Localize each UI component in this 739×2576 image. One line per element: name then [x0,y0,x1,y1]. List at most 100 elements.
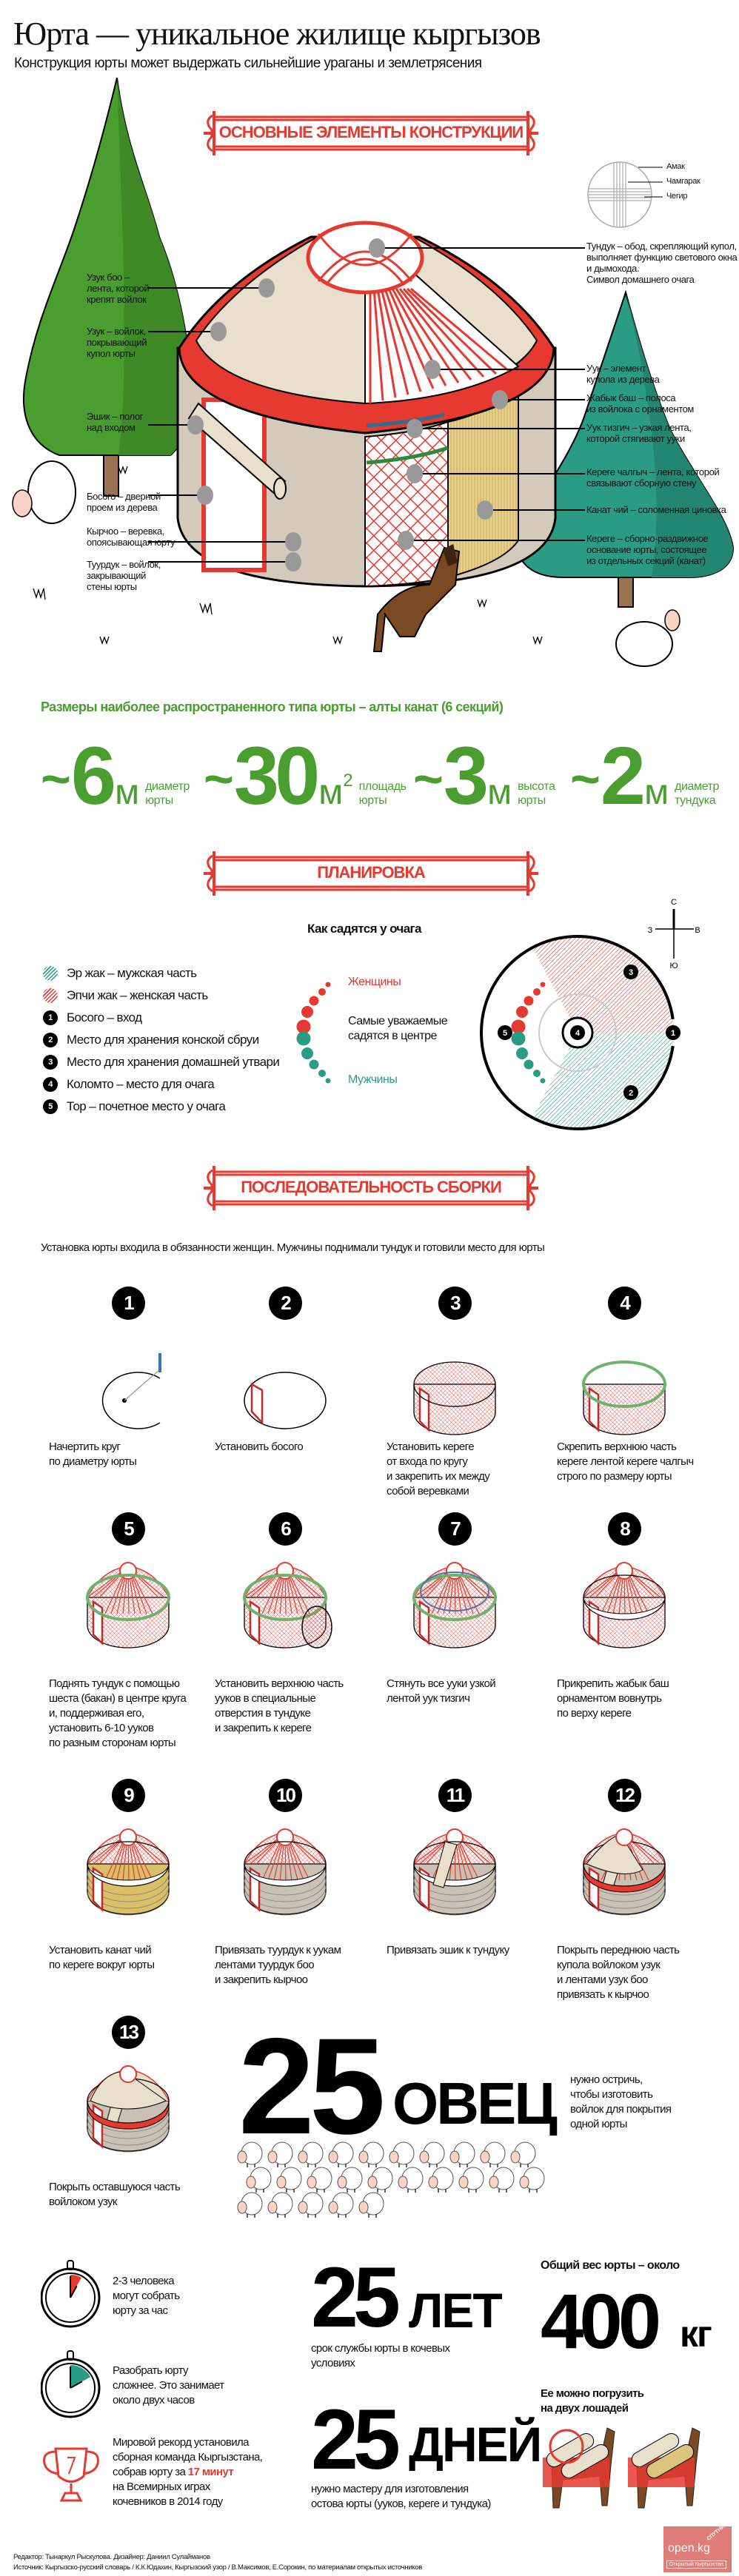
step-caption: Привязать туурдук к уукам лентами туурду… [215,1944,341,1986]
compass-w: З [648,926,653,935]
years-number: 25 [311,2250,401,2345]
center-note: Самые уважаемые садятся в центре [348,1015,448,1042]
size-value: 2 [600,730,646,822]
tunduk-part-label: Чегир [666,192,688,201]
loaded-horse [543,2427,615,2509]
tree-right [517,289,735,608]
unit-exponent: 2 [343,771,353,791]
section-title: ПЛАНИРОВКА [317,863,426,882]
legend-label: Тор – почетное место у очага [67,1099,226,1113]
sheep-icon [419,2141,445,2167]
woman-seat-dot [511,1019,526,1034]
step-caption: Покрыть оставшуюся часть войлоком узук [49,2181,181,2208]
step-caption: Скрепить верхнюю часть кереге лентой кер… [557,1440,694,1483]
sheep-word: ОВЕЦ [392,2070,558,2136]
label-right: Кереге – сборно-раздвижное основание юрт… [586,533,709,566]
man-seat-dot [540,1078,546,1084]
number-badge: 3 [43,1055,58,1070]
step-caption: Прикрепить жабык баш орнаментом вовнутрь… [557,1677,669,1720]
plan-number-badge [623,965,638,979]
legend-label: Коломто – место для очага [67,1077,215,1091]
sheep-number: 25 [238,2010,386,2163]
legend-label: Эпчи жак – женская часть [67,988,208,1002]
man-seat-dot [309,1059,319,1070]
footer-sources: Источник: Кыргызско-русский словарь / К.… [13,2563,423,2572]
open-kg-logo[interactable]: open.kg Открытый Кыргызстан СПУТНИК [663,2526,732,2572]
hatch-swatch-icon [43,966,58,981]
tunduk-diagram [587,161,663,228]
size-value: 30 [233,730,320,822]
weight-number: 400 [541,2278,661,2365]
woman-seat-dot [533,988,541,996]
assembly-intro: Установка юрты входила в обязанности жен… [41,1241,545,1254]
size-caption: диаметр юрты [145,780,190,807]
step-illustration [244,1828,327,1916]
size-unit: м [115,775,139,811]
size-value: 6 [70,730,116,822]
tunduk-shadow [538,993,617,1072]
plan-number: 5 [503,1029,507,1038]
woman-seat-dot [516,1006,528,1018]
step-illustration [413,1828,496,1916]
sheep-icon [449,2141,475,2167]
label-right: Тундук – обод, скрепляющий купол, выполн… [586,241,738,285]
record-text: Мировой рекорд установила сборная команд… [113,2435,263,2509]
logo-text: open.kg [668,2542,710,2555]
step-caption: Привязать эшик к тундуку [387,1944,509,1956]
sheep-icon [328,2141,354,2167]
size-caption: площадь юрты [358,780,407,807]
step-illustration [243,1562,332,1648]
sheep-icon [458,2167,484,2193]
step-illustration [244,1372,327,1429]
sheep-icon [389,2141,415,2167]
unit-text: м [644,773,669,812]
record-text-part: Мировой рекорд установила сборная команд… [113,2436,263,2478]
weight-heading: Общий вес юрты – около [541,2259,680,2272]
woman-seat-dot [318,988,326,996]
step-caption: Начертить круг по диаметру юрты [49,1440,137,1468]
step-number-badge: 10 [269,1779,302,1812]
logo-subtitle: Открытый Кыргызстан [666,2560,726,2569]
sheep-icon [358,2192,384,2218]
number-badge: 2 [43,1033,58,1047]
stopwatch-two-hours-icon [41,2350,101,2418]
man-seat-dot [524,1059,534,1070]
sizes-heading: Размеры наиболее распространенного типа … [41,700,504,714]
label-right: Уук – элемент купола из дерева [586,363,660,385]
sheep-icon [276,2167,302,2193]
sheep-icon [428,2167,454,2193]
sheep-icon [307,2167,332,2193]
step-illustration [582,1361,666,1435]
yurt-outline [480,935,675,1130]
step-number-badge: 6 [269,1512,302,1546]
loaded-horses-illustration [543,2427,700,2509]
grass [33,466,543,645]
size-value: 3 [443,730,489,822]
trophy-icon [43,2447,99,2502]
sheep-text: нужно остричь, чтобы изготовить войлок д… [570,2073,672,2130]
step-number-badge: 12 [608,1779,641,1812]
callout-dot [285,532,301,551]
ornament-frame [204,851,538,896]
label-right: Уук тизгич – узкая лента, которой стягив… [586,422,692,444]
step-illustration [87,2065,170,2153]
women-label: Женщины [348,976,401,988]
approx-sign: ~ [204,750,234,808]
woman-seat-dot [524,996,534,1006]
sheep-icon [237,2141,263,2167]
legend-item: Эр жак – мужская часть [43,965,197,982]
man-seat-dot [325,1078,331,1084]
man-seat-dot [533,1070,541,1077]
sheep-icon [510,2141,536,2167]
step-number-badge: 9 [112,1779,145,1812]
man-seat-dot [296,1031,311,1046]
horses-text: Ее можно погрузить на двух лошадей [541,2387,644,2415]
horse [372,544,461,652]
size-caption: высота юрты [518,780,555,807]
step-caption: Установить канат чий по кереге вокруг юр… [49,1944,155,1971]
callout-dot [369,238,385,258]
label-left: Туурдук – войлок, закрывающий стены юрты [87,559,161,592]
number-badge: 1 [43,1010,58,1025]
compass-s: Ю [669,962,678,970]
